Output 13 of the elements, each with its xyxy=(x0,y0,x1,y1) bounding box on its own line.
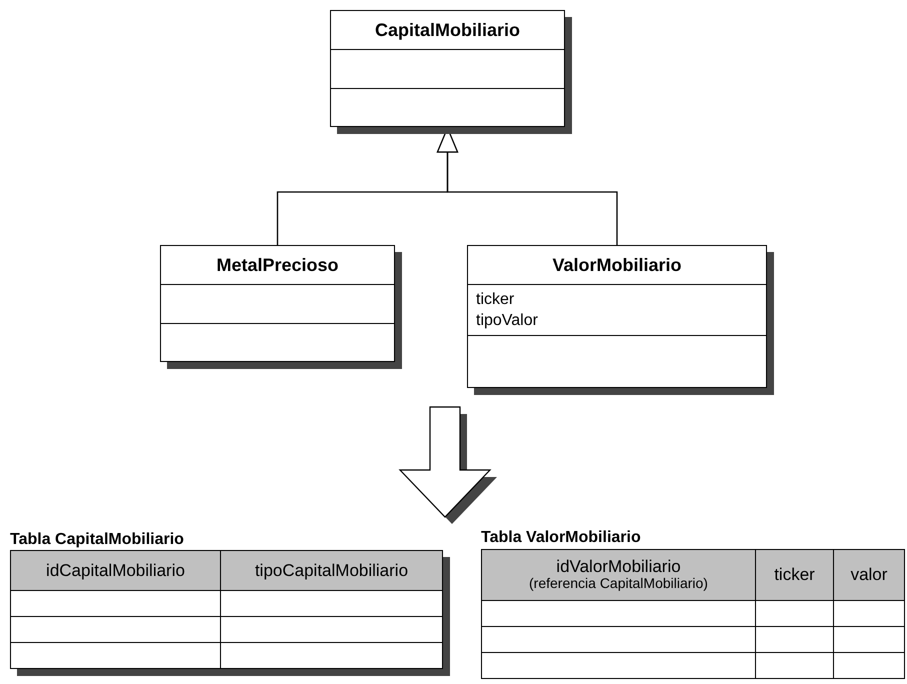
column-header: idCapitalMobiliario xyxy=(46,560,185,582)
class-name: CapitalMobiliario xyxy=(374,18,520,42)
class-name: MetalPrecioso xyxy=(216,254,339,276)
column-note: (referencia CapitalMobiliario) xyxy=(529,575,708,591)
attribute-text: tipoValor xyxy=(476,311,539,331)
attribute-text: ticker xyxy=(476,290,516,310)
column-header: idValorMobiliario xyxy=(556,559,681,575)
class-name: ValorMobiliario xyxy=(552,254,682,276)
column-header: tipoCapitalMobiliario xyxy=(254,560,408,582)
column-header: valor xyxy=(850,564,888,586)
table-title: Tabla ValorMobiliario xyxy=(481,528,642,548)
column-header: ticker xyxy=(774,564,815,586)
table-title: Tabla CapitalMobiliario xyxy=(10,530,185,550)
